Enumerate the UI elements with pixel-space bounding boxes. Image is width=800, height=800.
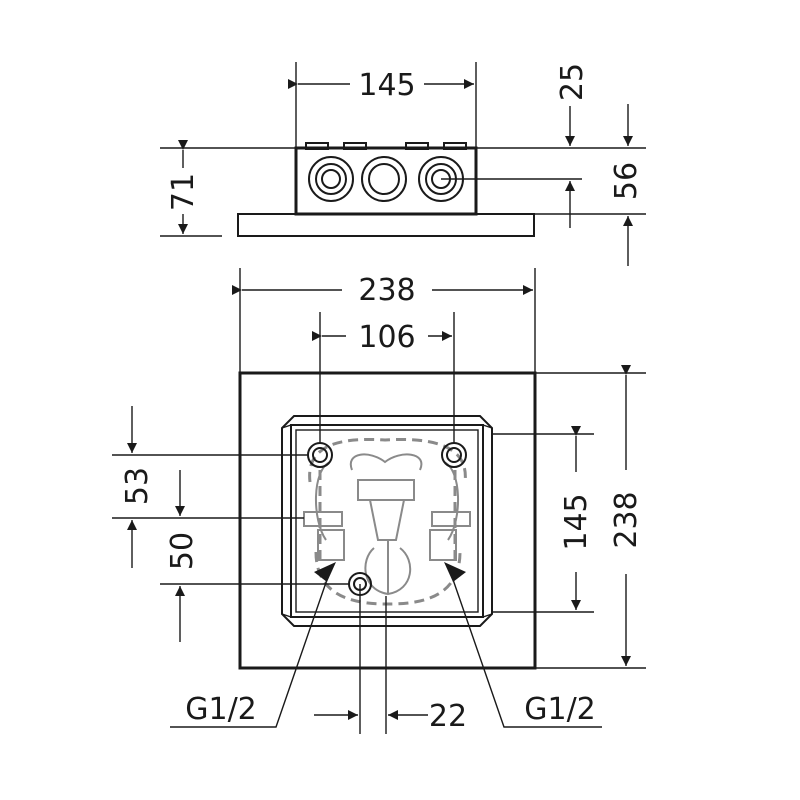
mounting-hole-right [441, 442, 467, 468]
valve-body [303, 438, 471, 606]
label-connection-left: G1/2 [185, 692, 257, 727]
dim-box-height: 145 [559, 493, 594, 550]
dim-outlet-offset: 22 [429, 699, 467, 734]
dim-lower-offset: 50 [165, 532, 200, 570]
box-frame [281, 415, 493, 627]
label-connection-right: G1/2 [524, 692, 596, 727]
dim-top-depth: 56 [609, 162, 644, 200]
dim-upper-offset: 53 [120, 467, 155, 505]
side-port-left [308, 156, 354, 202]
side-port-center [361, 156, 407, 202]
mounting-hole-left [307, 442, 333, 468]
dim-connector-spacing: 106 [358, 320, 415, 355]
dim-top-offset: 25 [555, 63, 590, 101]
dim-top-width: 145 [358, 68, 415, 103]
front-view [238, 371, 537, 670]
dim-plate-width: 238 [358, 273, 415, 308]
dim-plate-height: 238 [609, 491, 644, 548]
cover-plate [238, 371, 537, 670]
side-view [237, 142, 582, 237]
dim-top-height: 71 [166, 173, 201, 211]
side-view-flange [237, 213, 535, 237]
